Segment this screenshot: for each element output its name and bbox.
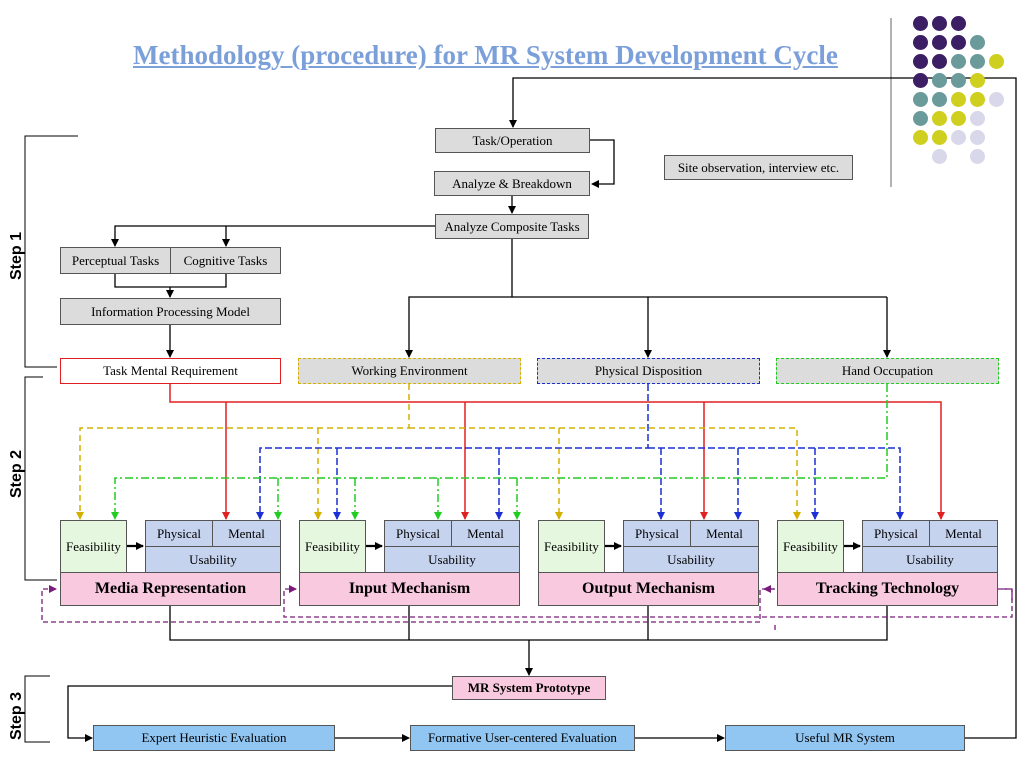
step-3-label: Step 3 xyxy=(8,691,25,740)
formative-user-centered-evaluation-box: Formative User-centered Evaluation xyxy=(410,725,635,751)
feasibility-box: Feasibility xyxy=(538,520,605,573)
step-brackets xyxy=(24,135,78,743)
decor-dot xyxy=(951,54,966,69)
mental-box: Mental xyxy=(212,520,281,547)
decor-dot xyxy=(989,92,1004,107)
physical-disp-lines xyxy=(256,384,904,520)
usability-box: Usability xyxy=(145,546,281,573)
decor-dot xyxy=(970,35,985,50)
decor-dot xyxy=(932,149,947,164)
module-name: Media Representation xyxy=(60,572,281,606)
perceptual-tasks-box: Perceptual Tasks xyxy=(60,247,171,274)
working-env-lines xyxy=(76,384,801,520)
hand-occupation-box: Hand Occupation xyxy=(776,358,999,384)
working-environment-box: Working Environment xyxy=(298,358,521,384)
physical-box: Physical xyxy=(145,520,213,547)
usability-box: Usability xyxy=(384,546,520,573)
decor-dot xyxy=(913,35,928,50)
decor-dot xyxy=(951,130,966,145)
physical-box: Physical xyxy=(384,520,452,547)
physical-box: Physical xyxy=(623,520,691,547)
mental-box: Mental xyxy=(451,520,520,547)
analyze-breakdown-box: Analyze & Breakdown xyxy=(434,171,590,196)
decor-dot xyxy=(913,111,928,126)
feedback-lines xyxy=(41,585,1013,630)
decor-dot xyxy=(951,111,966,126)
info-processing-model-box: Information Processing Model xyxy=(60,298,281,325)
feasibility-box: Feasibility xyxy=(777,520,844,573)
module-name: Output Mechanism xyxy=(538,572,759,606)
decor-dot xyxy=(932,73,947,88)
site-observation-box: Site observation, interview etc. xyxy=(664,155,853,180)
decor-dot xyxy=(970,130,985,145)
usability-box: Usability xyxy=(862,546,998,573)
decor-dot xyxy=(913,92,928,107)
hand-occ-lines xyxy=(111,384,888,520)
physical-box: Physical xyxy=(862,520,930,547)
step-1-label: Step 1 xyxy=(8,231,25,280)
decor-dot xyxy=(970,111,985,126)
physical-disposition-box: Physical Disposition xyxy=(537,358,760,384)
decor-dot xyxy=(913,130,928,145)
decor-dot xyxy=(932,111,947,126)
mental-box: Mental xyxy=(929,520,998,547)
step1-flow-lines xyxy=(67,77,1017,742)
task-mental-requirement-box: Task Mental Requirement xyxy=(60,358,281,384)
decor-dot xyxy=(970,92,985,107)
cognitive-tasks-box: Cognitive Tasks xyxy=(170,247,281,274)
decor-dot xyxy=(932,54,947,69)
decor-dot xyxy=(970,73,985,88)
usability-box: Usability xyxy=(623,546,759,573)
decor-dot xyxy=(913,16,928,31)
mental-box: Mental xyxy=(690,520,759,547)
feasibility-box: Feasibility xyxy=(299,520,366,573)
task-operation-box: Task/Operation xyxy=(435,128,590,153)
mr-system-prototype-box: MR System Prototype xyxy=(452,676,606,700)
decor-dot xyxy=(989,54,1004,69)
expert-heuristic-evaluation-box: Expert Heuristic Evaluation xyxy=(93,725,335,751)
module-name: Tracking Technology xyxy=(777,572,998,606)
decor-dot xyxy=(970,54,985,69)
decor-dot xyxy=(951,16,966,31)
decor-dot xyxy=(951,73,966,88)
step-2-label: Step 2 xyxy=(8,449,25,498)
decor-dot xyxy=(951,35,966,50)
decor-dot xyxy=(932,16,947,31)
decor-dot xyxy=(932,92,947,107)
page-title: Methodology (procedure) for MR System De… xyxy=(133,40,838,70)
decor-dot xyxy=(932,35,947,50)
decor-dot xyxy=(951,92,966,107)
useful-mr-system-box: Useful MR System xyxy=(725,725,965,751)
decor-dot xyxy=(932,130,947,145)
decor-dot xyxy=(913,73,928,88)
task-mental-lines xyxy=(169,384,945,520)
analyze-composite-box: Analyze Composite Tasks xyxy=(435,214,589,239)
feasibility-box: Feasibility xyxy=(60,520,127,573)
decor-dot xyxy=(913,54,928,69)
module-name: Input Mechanism xyxy=(299,572,520,606)
decor-dot xyxy=(970,149,985,164)
